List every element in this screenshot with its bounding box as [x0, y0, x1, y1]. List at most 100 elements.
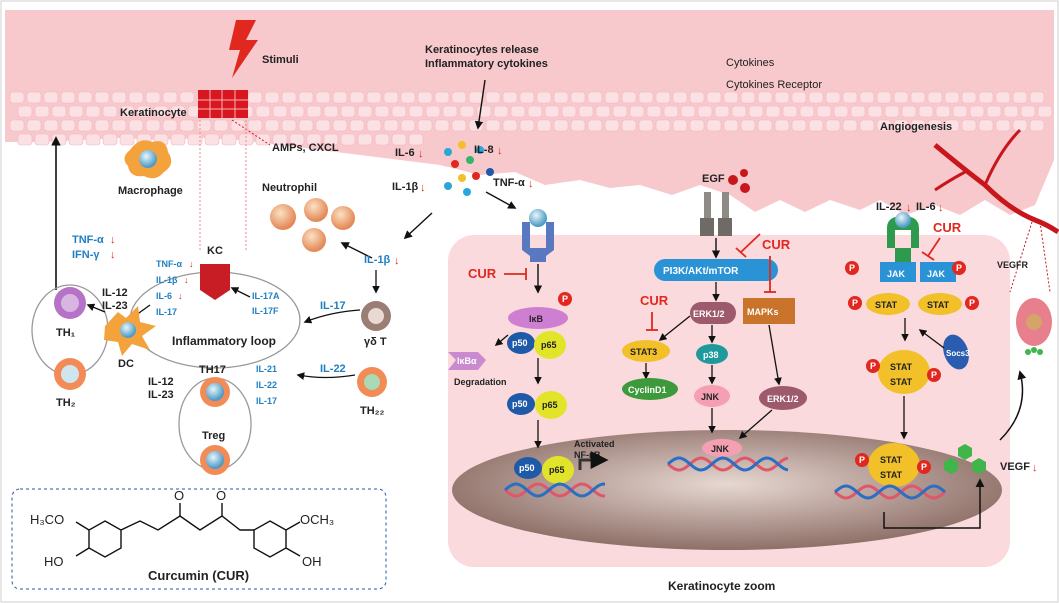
skin-cell	[723, 119, 739, 132]
cyclind1-box	[622, 378, 678, 400]
p50-1	[507, 332, 535, 354]
skin-cell	[587, 91, 603, 104]
skin-cell	[247, 119, 263, 132]
skin-cell	[825, 91, 841, 104]
skin-cell	[340, 133, 356, 146]
skin-cell	[179, 91, 195, 104]
skin-cell	[646, 105, 662, 118]
skin-cell	[128, 91, 144, 104]
skin-cell	[425, 105, 441, 118]
skin-cell	[238, 133, 254, 146]
skin-cell	[961, 91, 977, 104]
skin-cell	[111, 119, 127, 132]
p50-1-label: p50	[512, 338, 528, 348]
cytokines-label: Cytokines	[726, 57, 775, 69]
skin-cell	[213, 119, 229, 132]
skin-cell	[17, 105, 33, 118]
skin-cell	[706, 119, 722, 132]
skin-cell	[757, 91, 773, 104]
tnf-down: ↓	[110, 234, 116, 246]
skin-cell	[714, 105, 730, 118]
skin-cell	[459, 105, 475, 118]
skin-cell	[196, 119, 212, 132]
jak-box-1	[880, 262, 916, 282]
skin-cell	[944, 91, 960, 104]
skin-cell	[43, 119, 59, 132]
activated-label2: NF-κB	[574, 450, 601, 460]
il17f-label: IL-17F	[252, 306, 279, 316]
skin-cell	[876, 91, 892, 104]
erk2-label: ERK1/2	[767, 394, 799, 404]
skin-cell	[34, 105, 50, 118]
il17b-label: IL-17	[256, 396, 277, 406]
skin-cell	[595, 105, 611, 118]
activated-label1: Activated	[574, 439, 615, 449]
skin-cell	[349, 91, 365, 104]
skin-cell	[315, 91, 331, 104]
skin-cell	[306, 133, 322, 146]
skin-cell	[927, 119, 943, 132]
skin-cell	[519, 91, 535, 104]
stat-2	[918, 293, 962, 315]
skin-cell	[876, 119, 892, 132]
skin-cell	[935, 105, 951, 118]
skin-cell	[94, 91, 110, 104]
skin-cell	[204, 133, 220, 146]
ikba-shape	[448, 352, 486, 370]
keratinocyte-label: Keratinocyte	[120, 107, 187, 119]
il17-label: IL-17	[320, 300, 346, 312]
skin-cell	[604, 91, 620, 104]
skin-cell	[1012, 119, 1028, 132]
skin-cell	[374, 105, 390, 118]
skin-cell	[9, 119, 25, 132]
skin-cell	[417, 91, 433, 104]
skin-cell	[740, 91, 756, 104]
skin-cell	[502, 91, 518, 104]
p-dimer-2: P	[931, 370, 937, 380]
skin-cell	[26, 91, 42, 104]
skin-cell	[485, 119, 501, 132]
skin-cell	[544, 105, 560, 118]
skin-cell	[247, 91, 263, 104]
o1-label: O	[174, 488, 184, 503]
th2-label: TH₂	[56, 397, 76, 409]
blood-vessel	[933, 143, 1059, 235]
skin-cell	[289, 133, 305, 146]
kc-tnf: TNF-α	[156, 259, 182, 269]
pi3k-box	[654, 259, 778, 281]
vegfr-label: VEGFR	[997, 260, 1029, 270]
stat-dimer-1: STAT	[890, 362, 913, 372]
skin-cell	[476, 105, 492, 118]
skin-cell	[145, 91, 161, 104]
skin-cell	[791, 119, 807, 132]
th22-label: TH₂₂	[360, 405, 385, 417]
skin-cell	[60, 119, 76, 132]
mapks-label: MAPKs	[747, 307, 779, 317]
erk-box	[690, 302, 736, 324]
skin-cell	[281, 91, 297, 104]
p-jak-1: P	[849, 263, 855, 273]
skin-cell	[68, 105, 84, 118]
skin-cell	[680, 105, 696, 118]
th1-label: TH₁	[56, 327, 76, 339]
cyt-il1b: IL-1β	[392, 181, 419, 193]
jak-label-1: JAK	[887, 269, 906, 279]
skin-cell	[230, 119, 246, 132]
skin-cell	[162, 91, 178, 104]
cyclind1-label: CyclinD1	[628, 385, 667, 395]
cyt-tnf-down: ↓	[528, 178, 534, 190]
stat-nuc-1: STAT	[880, 455, 903, 465]
il1b-down: ↓	[394, 255, 400, 267]
cytokine-dots	[444, 141, 494, 196]
skin-cell	[748, 105, 764, 118]
curcumin-name: Curcumin (CUR)	[148, 568, 249, 583]
skin-cell	[672, 119, 688, 132]
stat-nuc-2: STAT	[880, 470, 903, 480]
skin-cell	[417, 119, 433, 132]
p38-label: p38	[703, 350, 719, 360]
skin-cell	[145, 119, 161, 132]
skin-cell	[102, 105, 118, 118]
skin-cell	[340, 105, 356, 118]
skin-cell	[170, 105, 186, 118]
release-line1: Keratinocytes release	[425, 44, 539, 56]
